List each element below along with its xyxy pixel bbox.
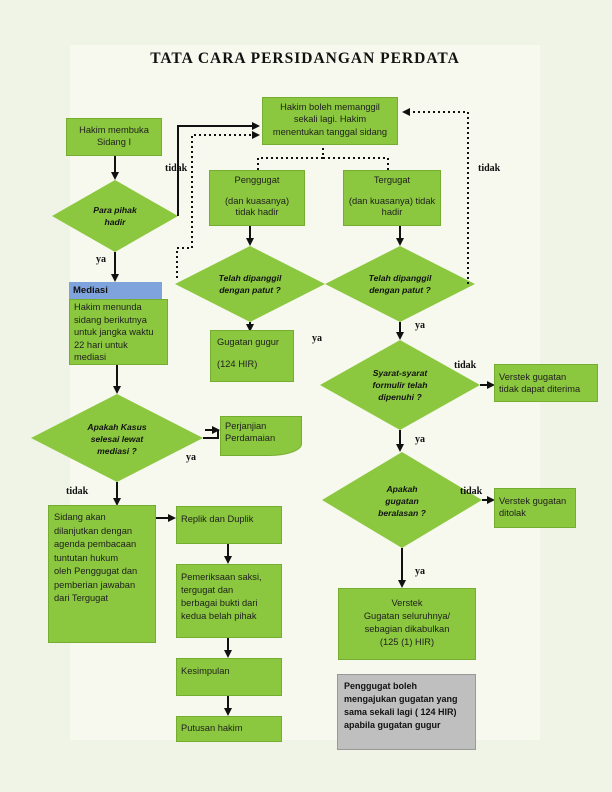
label-ya-3: ya	[415, 320, 425, 331]
decision-dipanggil-1-text: Telah dipanggil dengan patut ?	[218, 273, 282, 295]
label-tidak-5: tidak	[460, 486, 483, 497]
decision-para-pihak	[52, 180, 178, 252]
mediasi-header: Mediasi	[69, 282, 162, 299]
box-pemeriksaan: Pemeriksaan saksi, tergugat dan berbagai…	[176, 564, 282, 638]
box-hakim-membuka: Hakim membuka Sidang I	[66, 118, 162, 156]
label-ya-2: ya	[312, 333, 322, 344]
label-ya-1: ya	[96, 254, 106, 265]
decision-kasus-selesai-text: Apakah Kasus selesai lewat mediasi ?	[87, 422, 147, 456]
box-gugatan-gugur: Gugatan gugur (124 HIR)	[210, 330, 294, 382]
box-verstek-ditolak: Verstek gugatan ditolak	[494, 488, 576, 528]
box-kesimpulan: Kesimpulan	[176, 658, 282, 696]
box-sidang-lanjut: Sidang akan dilanjutkan dengan agenda pe…	[48, 505, 156, 643]
box-hakim-memanggil: Hakim boleh memanggil sekali lagi. Hakim…	[262, 97, 398, 145]
label-ya-5: ya	[186, 452, 196, 463]
decision-gugatan-beralasan-text: Apakah gugatan beralasan ?	[378, 484, 426, 518]
decision-kasus-selesai	[31, 394, 203, 482]
label-ya-4: ya	[415, 434, 425, 445]
box-replik-duplik: Replik dan Duplik	[176, 506, 282, 544]
box-perjanjian-perdamaian: Perjanjian Perdamaian	[220, 416, 302, 456]
decision-dipanggil-2-text: Telah dipanggil dengan patut ?	[368, 273, 432, 295]
box-penggugat: Penggugat (dan kuasanya) tidak hadir	[209, 170, 305, 226]
label-ya-6: ya	[415, 566, 425, 577]
label-tidak-4: tidak	[66, 486, 89, 497]
label-tidak-3: tidak	[454, 360, 477, 371]
decision-gugatan-beralasan	[322, 452, 482, 548]
box-putusan-hakim: Putusan hakim	[176, 716, 282, 742]
box-verstek-tidak-diterima: Verstek gugatan tidak dapat diterima	[494, 364, 598, 402]
note-penggugat-boleh: Penggugat boleh mengajukan gugatan yang …	[337, 674, 476, 750]
decision-syarat	[320, 340, 480, 430]
label-tidak-2: tidak	[478, 163, 501, 174]
label-tidak-1: tidak	[165, 163, 188, 174]
decision-dipanggil-2	[325, 246, 475, 322]
decision-syarat-text: Syarat-syarat formulir telah dipenuhi ?	[372, 368, 428, 402]
page-title: TATA CARA PERSIDANGAN PERDATA	[150, 50, 460, 67]
decision-dipanggil-1	[175, 246, 325, 322]
decision-para-pihak-text: Para pihak hadir	[93, 205, 137, 227]
box-tergugat: Tergugat (dan kuasanya) tidak hadir	[343, 170, 441, 226]
box-mediasi: Hakim menunda sidang berikutnya untuk ja…	[69, 299, 168, 365]
box-verstek-dikabulkan: Verstek Gugatan seluruhnya/ sebagian dik…	[338, 588, 476, 660]
